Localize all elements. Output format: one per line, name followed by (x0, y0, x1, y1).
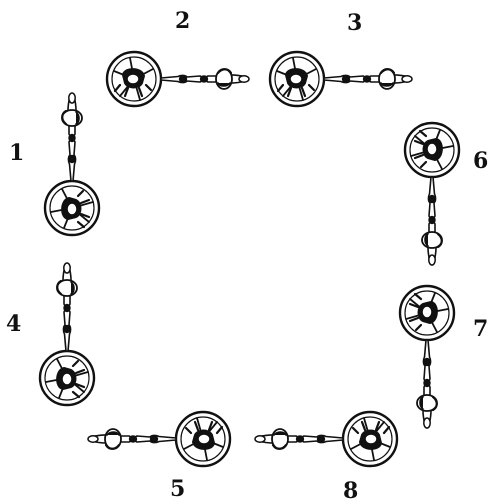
seated-person-head (422, 306, 432, 318)
rower-figure-2 (107, 52, 249, 106)
body-tip (402, 76, 412, 82)
body-joint (343, 76, 350, 82)
label-1: 1 (9, 142, 24, 164)
second-person-detail (107, 432, 119, 435)
rower-figure-5 (88, 412, 230, 466)
label-5: 5 (170, 478, 185, 500)
body-joint (151, 436, 158, 442)
second-person-detail (274, 432, 286, 435)
body-tip (424, 418, 430, 428)
label-7: 7 (473, 318, 488, 340)
body-joint (429, 217, 435, 224)
label-6: 6 (473, 150, 488, 172)
seated-person-head (198, 434, 210, 444)
body-joint (424, 359, 430, 366)
seated-person-head (427, 143, 437, 155)
body-joint (180, 76, 187, 82)
label-3: 3 (347, 12, 362, 34)
body-joint (424, 380, 430, 387)
rower-figure-7 (400, 286, 454, 428)
label-4: 4 (6, 313, 21, 335)
seated-person-head (290, 74, 302, 84)
body-joint (64, 305, 70, 312)
seated-person-head (62, 373, 72, 385)
body-joint (69, 135, 75, 142)
body-tip (69, 93, 75, 103)
seated-person-head (365, 434, 377, 444)
body-tip (64, 263, 70, 273)
rower-figure-6 (405, 123, 459, 265)
second-person-detail (425, 234, 428, 246)
body-joint (429, 196, 435, 203)
body-joint (130, 436, 137, 442)
second-person-detail (71, 282, 74, 294)
second-person-detail (420, 397, 423, 409)
rower-figure-8 (255, 412, 397, 466)
body-tip (239, 76, 249, 82)
second-person-detail (218, 83, 230, 86)
body-joint (297, 436, 304, 442)
body-joint (69, 156, 75, 163)
rower-figure-1 (45, 93, 99, 235)
second-person-detail (76, 112, 79, 124)
body-joint (64, 326, 70, 333)
label-2: 2 (175, 10, 190, 32)
body-tip (88, 436, 98, 442)
body-tip (255, 436, 265, 442)
body-joint (201, 76, 208, 82)
seated-person-head (127, 74, 139, 84)
body-joint (318, 436, 325, 442)
body-joint (364, 76, 371, 82)
rower-figure-3 (270, 52, 412, 106)
rower-figure-4 (40, 263, 94, 405)
seated-person-head (67, 203, 77, 215)
second-person-detail (381, 83, 393, 86)
body-tip (429, 255, 435, 265)
